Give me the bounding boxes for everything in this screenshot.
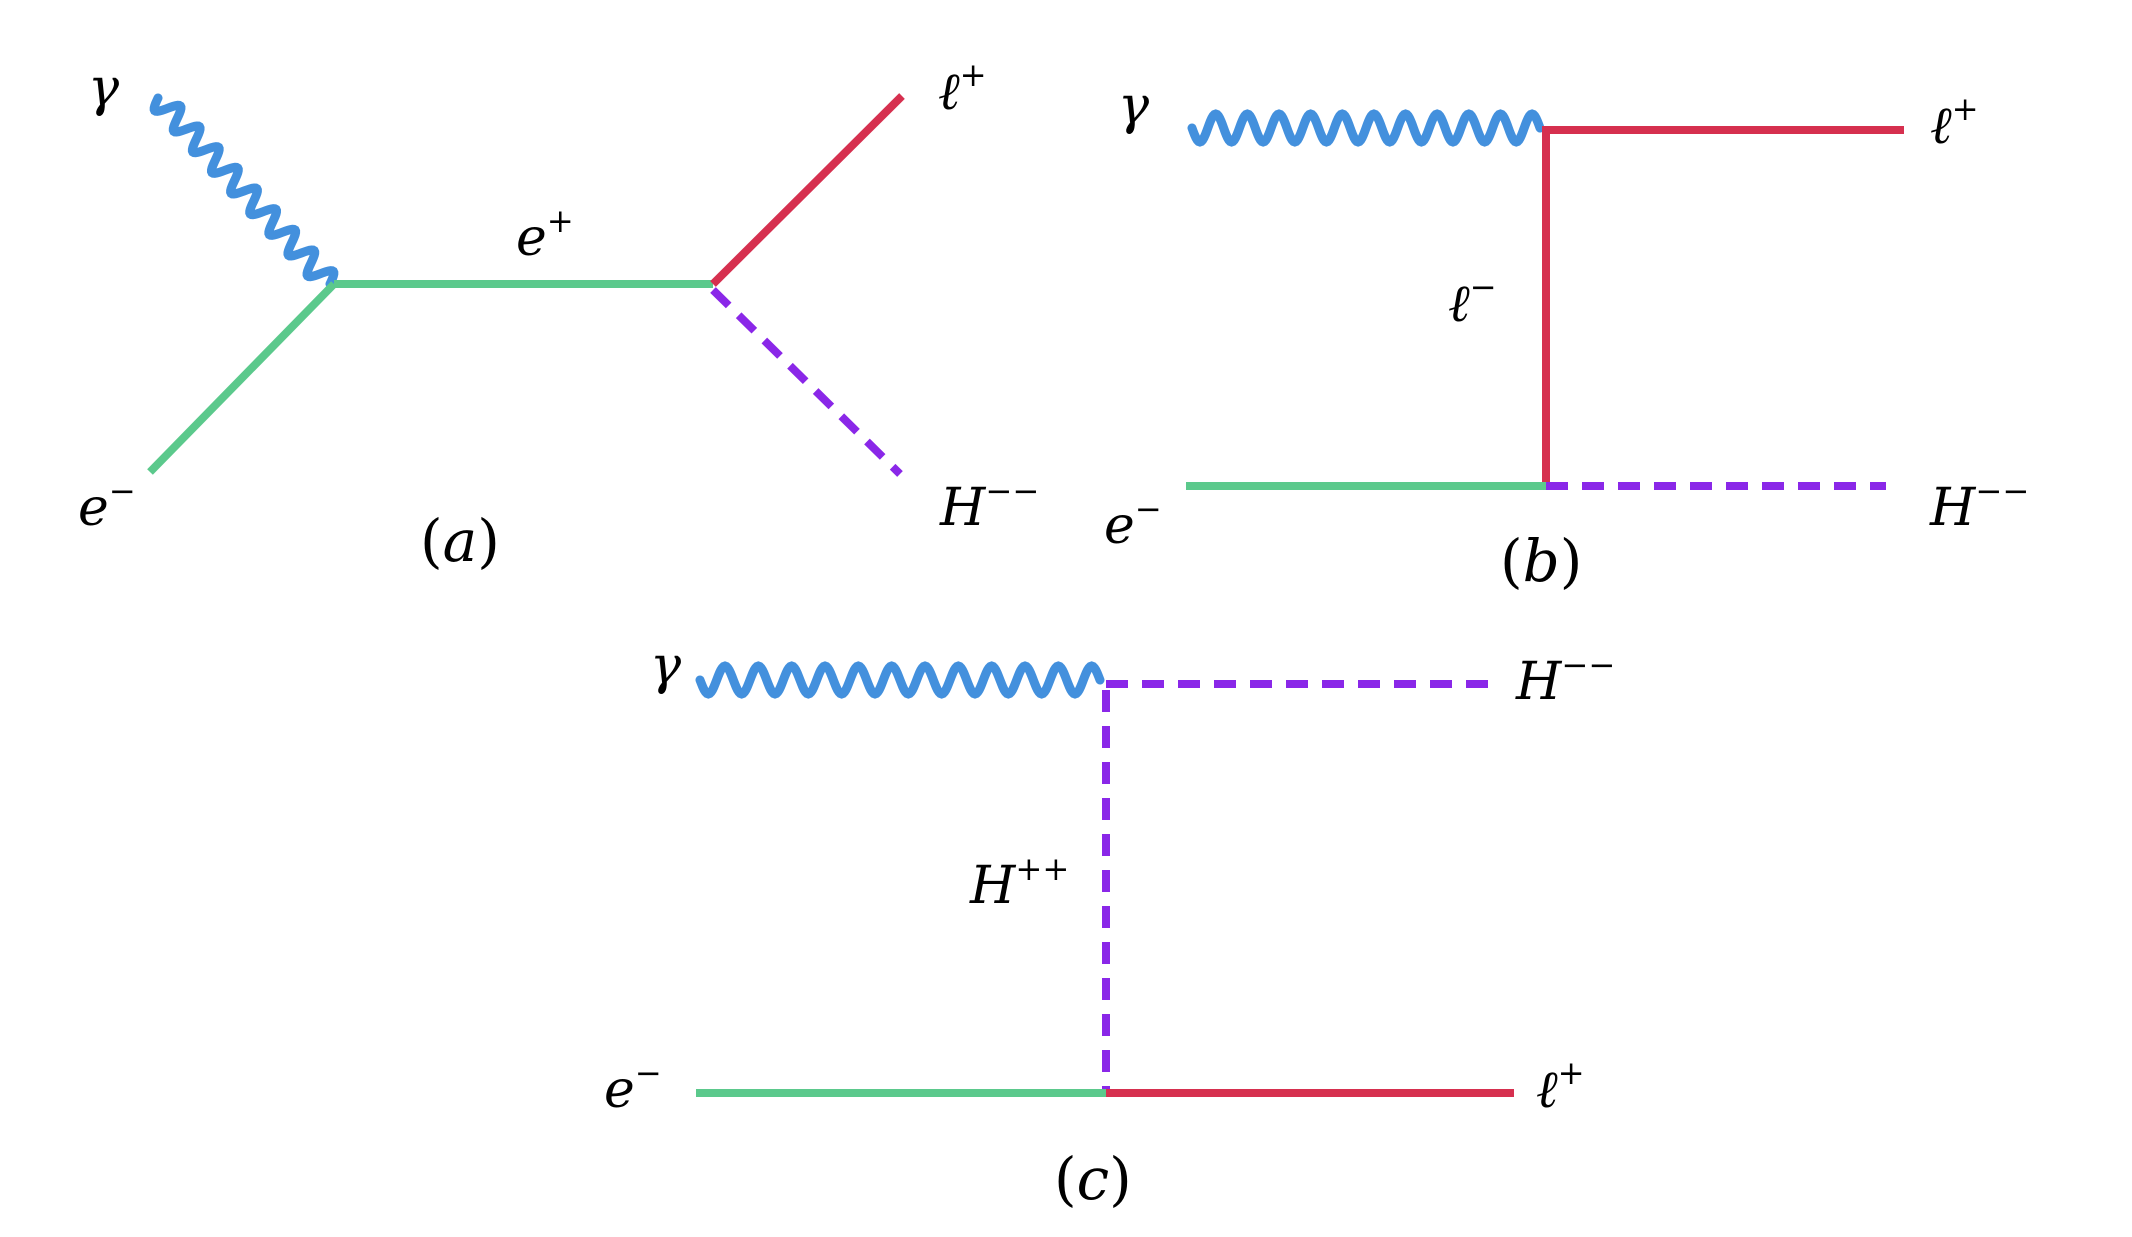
diagram-b-propagator-label: ℓ− (1448, 267, 1497, 334)
diagram-b-caption: (b) (1500, 527, 1583, 595)
diagram-b (1186, 109, 1904, 490)
diagram-c-electron-in-label: e− (604, 1053, 662, 1120)
diagram-a-propagator-label: e+ (516, 201, 574, 268)
diagram-b-electron-in-label: e− (1104, 489, 1162, 556)
diagram-b-lepton-out-label: ℓ+ (1930, 89, 1979, 156)
diagram-b-photon-line (1187, 109, 1545, 147)
diagram-c-lepton-out-label: ℓ+ (1536, 1053, 1585, 1120)
diagram-a-lepton-out-label: ℓ+ (938, 55, 987, 122)
diagram-a-higgs-out-label: H−− (940, 471, 1040, 538)
diagram-b-photon-label: γ (1118, 76, 1150, 136)
diagram-c (695, 661, 1514, 1097)
diagram-a-caption: (a) (420, 507, 500, 575)
diagram-c-photon-line (695, 661, 1105, 699)
diagram-a-photon-line (149, 93, 339, 289)
diagram-c-propagator-label: H++ (970, 849, 1070, 916)
diagram-a (147, 93, 905, 477)
diagram-a-electron-in-line (147, 281, 337, 475)
diagram-c-photon-label: γ (650, 636, 682, 696)
diagram-a-higgs-out-line (710, 287, 903, 477)
diagram-a-lepton-out-line (710, 93, 905, 287)
diagram-c-caption: (c) (1054, 1145, 1132, 1213)
diagram-c-higgs-out-label: H−− (1516, 645, 1616, 712)
diagram-a-photon-label: γ (88, 58, 120, 118)
diagram-b-higgs-out-label: H−− (1930, 471, 2030, 538)
diagram-a-electron-in-label: e− (78, 471, 136, 538)
